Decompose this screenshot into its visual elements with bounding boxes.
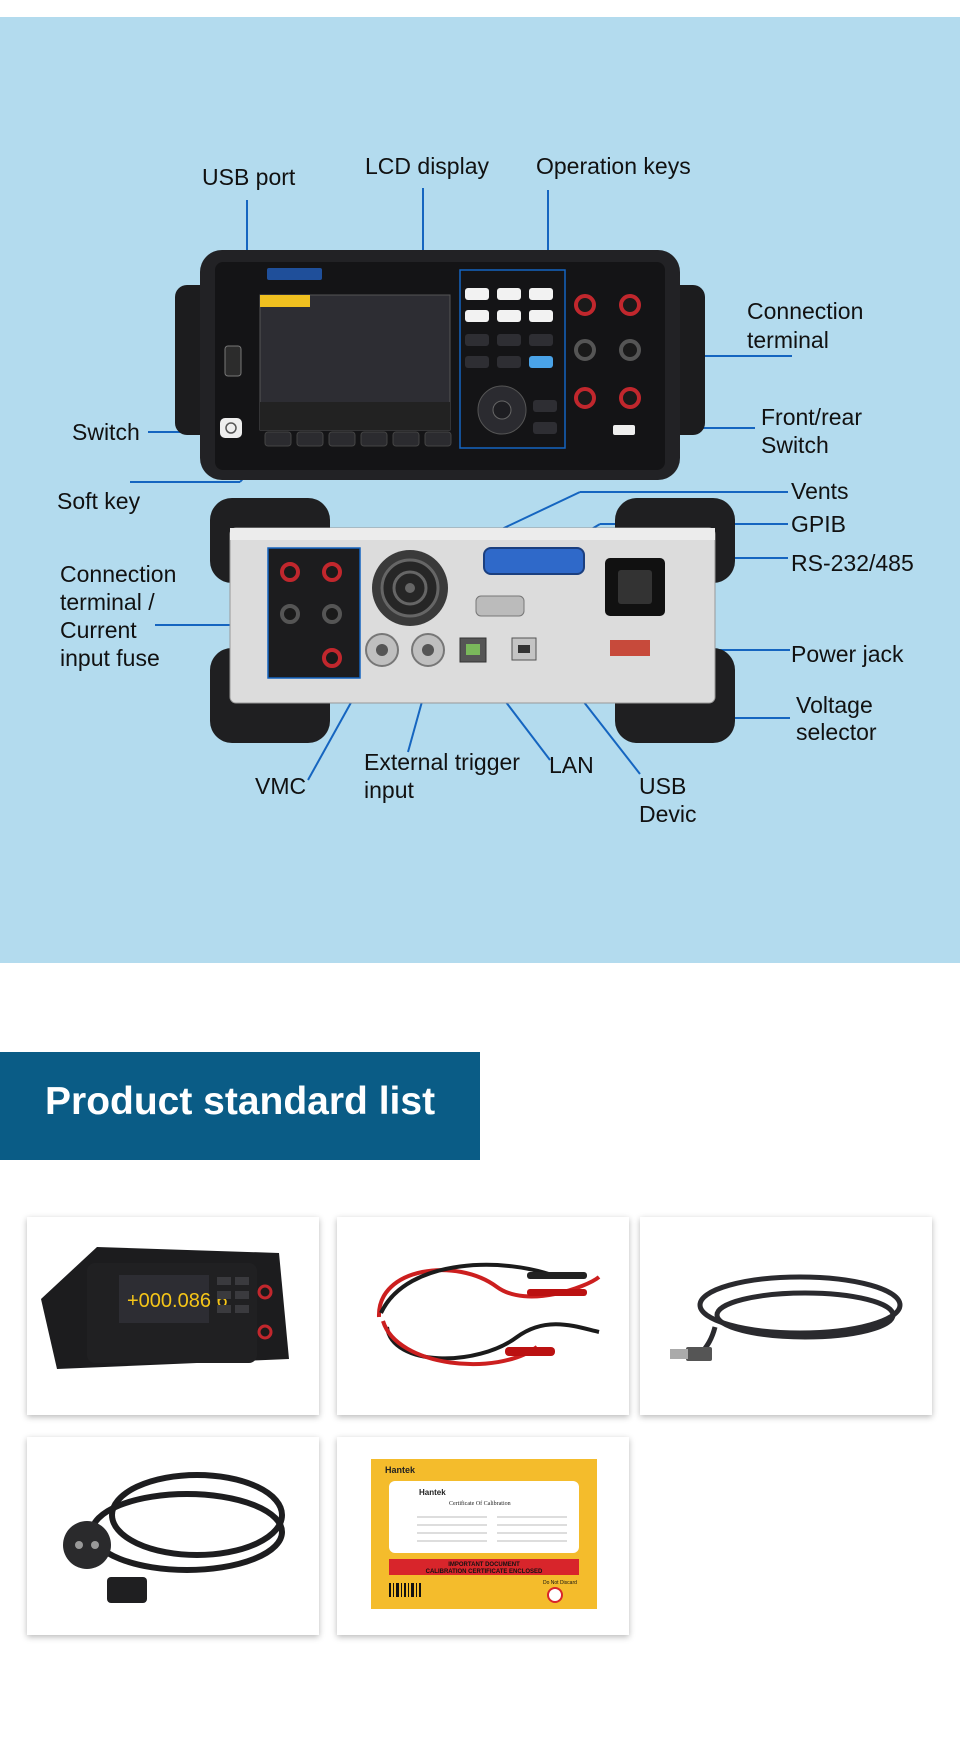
test-leads-photo: [376, 1262, 601, 1367]
cert-warning-line1: IMPORTANT DOCUMENT: [448, 1562, 520, 1568]
callout-connection-terminal-line2: terminal: [747, 327, 829, 353]
power-cord-photo: [63, 1472, 285, 1603]
usb-cable-photo: [670, 1274, 903, 1361]
product-card-multimeter: +000.086 6: [27, 1217, 319, 1415]
cert-warning-line2: CALIBRATION CERTIFICATE ENCLOSED: [426, 1569, 543, 1575]
callout-lan: LAN: [549, 752, 594, 778]
callout-ext-trigger-line2: input: [364, 777, 414, 803]
section-banner: Product standard list: [0, 1052, 480, 1160]
callout-voltage-selector-line1: Voltage: [796, 692, 873, 718]
product-card-power-cord: [27, 1437, 319, 1635]
cert-do-not-discard: Do Not Discard: [543, 1580, 577, 1586]
callout-voltage-selector-line2: selector: [796, 719, 877, 745]
callout-conn-fuse-line3: Current: [60, 617, 137, 643]
callout-vents: Vents: [791, 478, 849, 504]
cert-brand-inner: Hantek: [419, 1488, 446, 1497]
callout-usb-device-line2: Devic: [639, 801, 697, 827]
callout-front-rear-line2: Switch: [761, 432, 829, 458]
callout-rs232: RS-232/485: [791, 550, 914, 576]
product-card-usb-cable: [640, 1217, 932, 1415]
callout-usb-device-line1: USB: [639, 773, 687, 799]
callout-vmc: VMC: [255, 773, 307, 799]
callout-connection-terminal-line1: Connection: [747, 298, 864, 324]
callout-soft-key: Soft key: [57, 488, 141, 514]
product-card-test-leads: [337, 1217, 629, 1415]
cert-title: Certificate Of Calibration: [449, 1500, 511, 1507]
cert-brand-top: Hantek: [385, 1465, 416, 1475]
product-card-calibration-certificate: Hantek Hantek Certificate Of Calibration…: [337, 1437, 629, 1635]
section-title: Product standard list: [45, 1080, 436, 1123]
callout-power-jack: Power jack: [791, 641, 904, 667]
device-diagram-panel: [0, 17, 960, 963]
multimeter-front-view: [175, 250, 705, 480]
callout-usb-port: USB port: [202, 164, 296, 190]
calibration-certificate-photo: Hantek Hantek Certificate Of Calibration…: [371, 1459, 597, 1609]
callout-front-rear-line1: Front/rear: [761, 404, 862, 430]
callout-switch: Switch: [72, 419, 140, 445]
callout-conn-fuse-line2: terminal /: [60, 589, 155, 615]
callout-conn-fuse-line1: Connection: [60, 561, 177, 587]
multimeter-photo: +000.086 6: [41, 1247, 289, 1369]
multimeter-photo-reading: +000.086 6: [127, 1290, 228, 1312]
callout-conn-fuse-line4: input fuse: [60, 645, 160, 671]
callout-lcd-display: LCD display: [365, 153, 489, 179]
callout-gpib: GPIB: [791, 511, 846, 537]
callout-ext-trigger-line1: External trigger: [364, 749, 520, 775]
callout-operation-keys: Operation keys: [536, 153, 691, 179]
multimeter-rear-view: [210, 498, 735, 743]
